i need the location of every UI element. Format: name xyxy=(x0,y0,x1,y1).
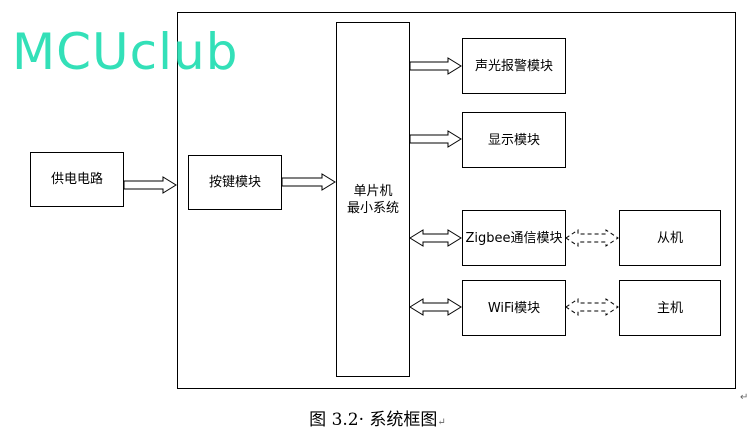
alarm-block: 声光报警模块 xyxy=(462,38,566,94)
system-frame xyxy=(177,12,736,389)
caption-mark: ↵ xyxy=(437,417,446,428)
slave-block: 从机 xyxy=(619,210,721,266)
paragraph-mark: ↵ xyxy=(740,392,749,403)
watermark-logo: MCUclub xyxy=(12,23,239,81)
alarm-label: 声光报警模块 xyxy=(474,58,553,74)
figure-caption: 图 3.2· 系统框图↵ xyxy=(0,405,755,430)
display-block: 显示模块 xyxy=(462,112,566,168)
zigbee-block: Zigbee通信模块 xyxy=(462,210,566,266)
keypad-label: 按键模块 xyxy=(208,175,261,190)
arrow-mcu-to-alarm xyxy=(409,57,462,75)
zigbee-label: Zigbee通信模块 xyxy=(465,230,563,246)
arrow-keypad-to-mcu xyxy=(281,173,336,191)
power-supply-block: 供电电路 xyxy=(30,152,124,207)
arrow-mcu-to-display xyxy=(409,130,462,148)
display-label: 显示模块 xyxy=(487,132,540,148)
arrow-zigbee-slave-dashed xyxy=(565,229,619,247)
caption-text: 图 3.2· 系统框图 xyxy=(309,410,438,430)
wifi-block: WiFi模块 xyxy=(462,280,566,336)
master-label: 主机 xyxy=(656,300,683,316)
power-supply-label: 供电电路 xyxy=(50,172,103,187)
arrow-mcu-zigbee xyxy=(409,229,462,247)
arrow-mcu-wifi xyxy=(409,298,462,316)
arrow-power-to-keypad xyxy=(123,176,177,194)
master-block: 主机 xyxy=(619,280,721,336)
arrow-wifi-master-dashed xyxy=(565,298,619,316)
mcu-label-line2: 最小系统 xyxy=(346,200,399,216)
wifi-label: WiFi模块 xyxy=(487,300,541,316)
slave-label: 从机 xyxy=(656,230,683,246)
mcu-block: 单片机 最小系统 xyxy=(336,22,410,377)
mcu-label-line1: 单片机 xyxy=(353,183,393,199)
